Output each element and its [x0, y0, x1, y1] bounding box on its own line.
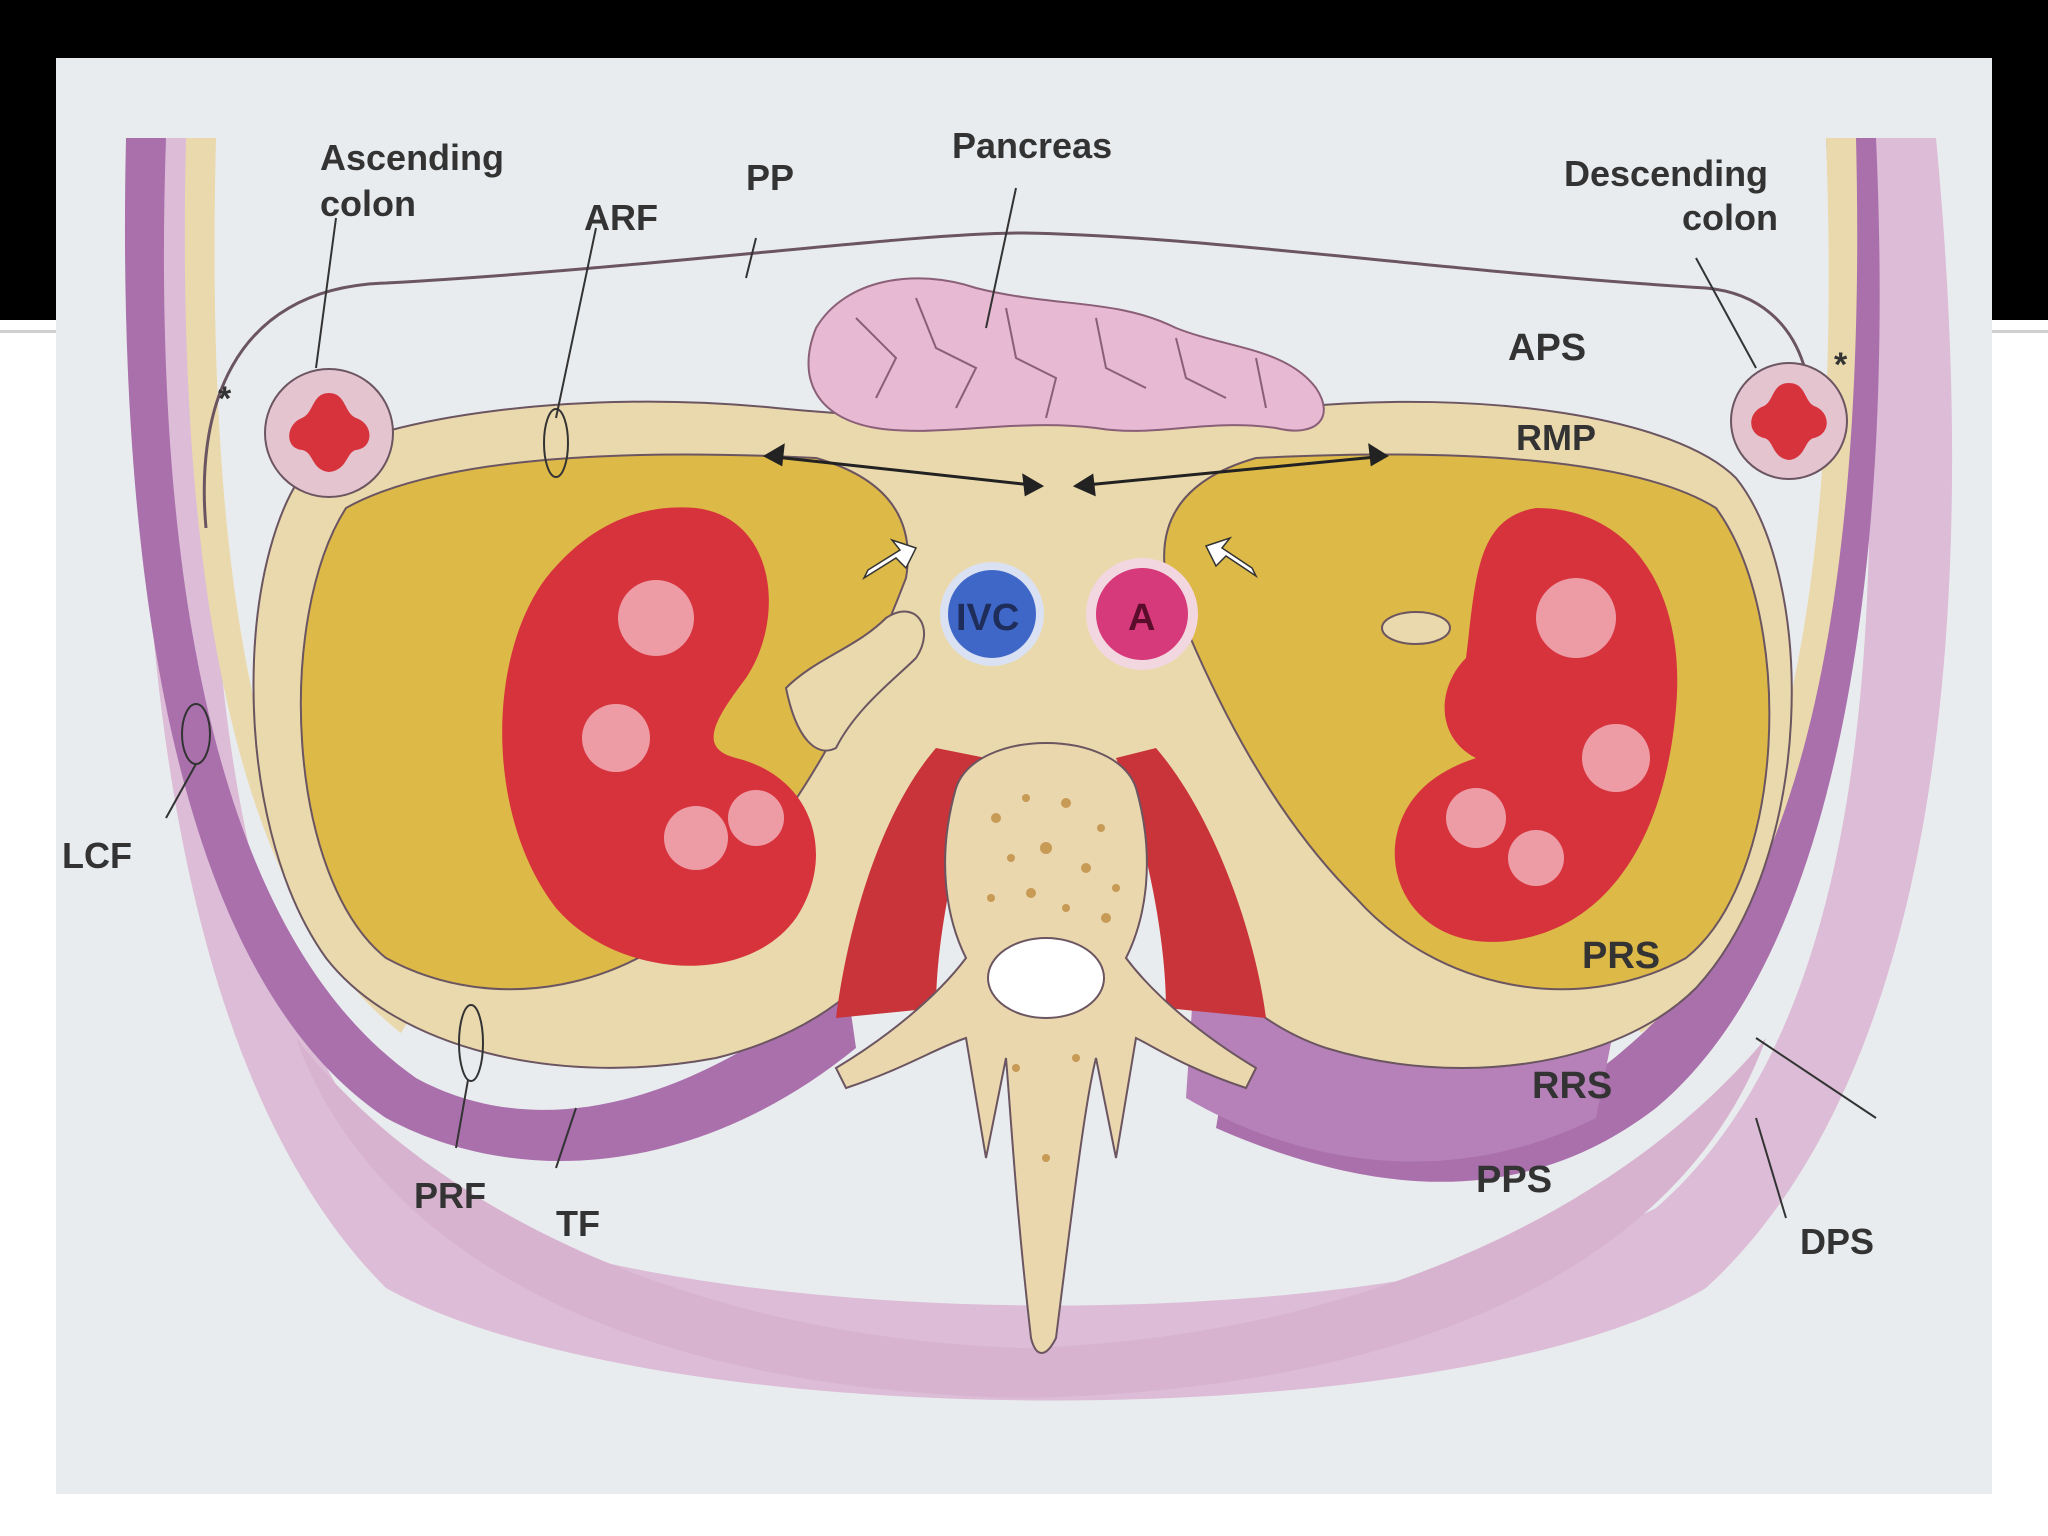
kidney-left-medulla	[582, 704, 650, 772]
label-ivc: IVC	[956, 597, 1019, 639]
label-descending-colon-line1: Descending	[1564, 153, 1768, 194]
kidney-right-medulla	[1446, 788, 1506, 848]
label-pp: PP	[746, 157, 794, 198]
vertebra	[834, 742, 1258, 1354]
label-aps: APS	[1508, 327, 1586, 369]
ivc-vessel	[948, 570, 1036, 658]
label-prf: PRF	[414, 1175, 486, 1216]
label-ascending-colon-line2: colon	[320, 183, 416, 224]
muscle-band-left	[124, 138, 857, 1162]
kidney-right-medulla	[1582, 724, 1650, 792]
aorta-vessel	[1096, 568, 1188, 660]
label-star-right: *	[1834, 346, 1848, 384]
label-rmp: RMP	[1516, 417, 1596, 458]
label-lcf: LCF	[62, 835, 132, 876]
kidney-left-medulla	[664, 806, 728, 870]
label-ascending-colon-line1: Ascending	[320, 137, 504, 178]
label-star-left: *	[218, 380, 232, 418]
label-tf: TF	[556, 1203, 600, 1244]
white-arrow-right	[1204, 536, 1258, 579]
anatomy-figure: Ascending colon PP ARF Pancreas Descendi…	[56, 58, 1992, 1494]
rmp-arrows	[762, 443, 1389, 497]
label-pps: PPS	[1476, 1159, 1552, 1201]
label-pancreas: Pancreas	[952, 125, 1112, 166]
label-descending-colon-line2: colon	[1682, 197, 1778, 238]
spinal-canal	[987, 937, 1105, 1019]
label-prs: PRS	[1582, 935, 1660, 977]
label-aorta: A	[1128, 597, 1155, 639]
kidney-left-medulla	[728, 790, 784, 846]
kidney-left-medulla	[618, 580, 694, 656]
muscle-mass-right	[1186, 798, 1616, 1162]
kidney-right-medulla	[1536, 578, 1616, 658]
pancreas-lobules	[855, 297, 1267, 419]
leader-lines	[165, 187, 1877, 1219]
kidney-right-medulla	[1508, 830, 1564, 886]
renal-pelvis-right	[1381, 611, 1451, 645]
descending-colon-lumen	[1751, 383, 1827, 460]
label-dps: DPS	[1800, 1221, 1874, 1262]
ascending-colon-lumen	[289, 393, 370, 472]
psoas-left	[836, 748, 986, 1018]
posterior-peritoneum-line	[202, 231, 1812, 529]
kidney-left	[502, 507, 816, 966]
label-rrs: RRS	[1532, 1065, 1612, 1107]
label-arf: ARF	[584, 197, 658, 238]
psoas-right	[1116, 748, 1266, 1018]
retroperitoneum-cross-section: Ascending colon PP ARF Pancreas Descendi…	[56, 58, 1992, 1494]
white-arrow-left	[862, 538, 918, 581]
posterior-body-area	[296, 1038, 1766, 1398]
vertebra-trabeculae	[987, 794, 1120, 1162]
renal-pelvis-left	[784, 610, 926, 752]
